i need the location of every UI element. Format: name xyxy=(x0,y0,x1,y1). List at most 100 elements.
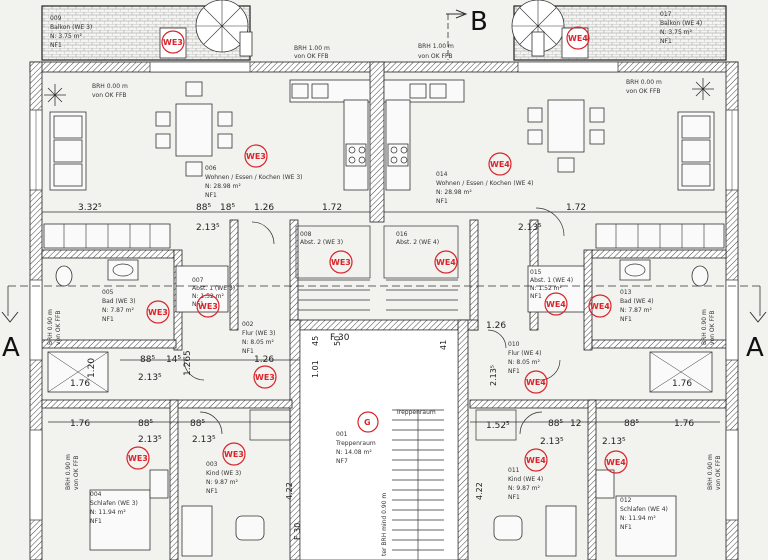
stamp-we3: WE3 xyxy=(126,446,150,470)
svg-text:von OK FFB: von OK FFB xyxy=(73,455,80,490)
svg-text:F 30: F 30 xyxy=(330,333,350,343)
svg-text:BRH 1.00 m: BRH 1.00 m xyxy=(418,43,454,50)
svg-text:88⁵: 88⁵ xyxy=(138,419,153,429)
room-001: 001 Treppenraum N: 14.08 m² NF7 xyxy=(335,431,376,465)
brh-annotations: BRH 1.00 m von OK FFB BRH 1.00 m von OK … xyxy=(47,43,722,556)
svg-text:Kind (WE 4): Kind (WE 4) xyxy=(508,476,543,483)
room-007: 007 Abst. 1 (WE 3) N: 1.52 m² NF1 xyxy=(192,277,235,308)
stamp-we3: WE3 xyxy=(196,294,220,318)
svg-text:WE4: WE4 xyxy=(490,160,510,169)
svg-text:von OK FFB: von OK FFB xyxy=(626,88,661,95)
svg-text:NF1: NF1 xyxy=(90,518,102,525)
room-009: 009 Balkon (WE 3) N: 3.75 m² NF1 xyxy=(50,15,92,49)
svg-text:Abst. 2 (WE 4): Abst. 2 (WE 4) xyxy=(396,239,439,246)
room-015: 015 Abst. 1 (WE 4) N: 1.52 m² NF1 xyxy=(530,269,573,300)
svg-text:N: 1.52 m²: N: 1.52 m² xyxy=(530,285,563,292)
svg-text:Treppenraum: Treppenraum xyxy=(395,409,436,416)
stamp-we3: WE3 xyxy=(222,442,246,466)
unit-stamps: WE3 WE4 WE3 WE4 WE3 WE4 WE3 WE3 WE4 WE4 … xyxy=(126,26,628,474)
svg-text:002: 002 xyxy=(242,321,254,328)
svg-text:006: 006 xyxy=(205,165,217,172)
svg-text:005: 005 xyxy=(102,289,114,296)
svg-text:N: 9.87 m²: N: 9.87 m² xyxy=(206,479,239,486)
svg-text:von OK FFB: von OK FFB xyxy=(418,53,453,60)
svg-text:N: 11.94 m²: N: 11.94 m² xyxy=(90,509,126,516)
svg-text:14⁵: 14⁵ xyxy=(166,355,181,365)
svg-text:N: 9.87 m²: N: 9.87 m² xyxy=(508,485,541,492)
room-014: 014 Wohnen / Essen / Kochen (WE 4) N: 28… xyxy=(436,171,534,205)
room-012: 012 Schlafen (WE 4) N: 11.94 m² NF1 xyxy=(620,497,668,531)
svg-text:N: 11.94 m²: N: 11.94 m² xyxy=(620,515,656,522)
svg-text:88⁵: 88⁵ xyxy=(190,419,205,429)
stamp-we4: WE4 xyxy=(488,152,512,176)
svg-text:NF1: NF1 xyxy=(530,293,542,300)
svg-text:Schlafen (WE 3): Schlafen (WE 3) xyxy=(90,500,138,507)
bedroom-furniture xyxy=(89,409,677,557)
svg-text:BRH 1.00 m: BRH 1.00 m xyxy=(294,45,330,52)
storage-cabinets xyxy=(43,223,725,249)
windows xyxy=(29,61,739,521)
svg-text:3.32⁵: 3.32⁵ xyxy=(78,203,102,213)
svg-text:NF1: NF1 xyxy=(620,316,632,323)
room-006: 006 Wohnen / Essen / Kochen (WE 3) N: 28… xyxy=(205,165,303,199)
svg-text:1.72: 1.72 xyxy=(566,203,586,213)
svg-text:WE3: WE3 xyxy=(246,152,266,161)
svg-text:N: 8.05 m²: N: 8.05 m² xyxy=(242,339,275,346)
svg-text:009: 009 xyxy=(50,15,62,22)
svg-text:NF1: NF1 xyxy=(206,488,218,495)
svg-text:007: 007 xyxy=(192,277,204,284)
svg-text:12: 12 xyxy=(570,419,581,429)
svg-text:N: 8.05 m²: N: 8.05 m² xyxy=(508,359,541,366)
svg-text:N: 14.08 m²: N: 14.08 m² xyxy=(336,449,372,456)
svg-text:016: 016 xyxy=(396,231,408,238)
stamp-we3: WE3 xyxy=(244,144,268,168)
svg-text:Balkon (WE 4): Balkon (WE 4) xyxy=(660,20,702,27)
svg-text:1.76: 1.76 xyxy=(674,419,694,429)
svg-text:WE4: WE4 xyxy=(526,456,546,465)
svg-text:NF1: NF1 xyxy=(660,38,672,45)
svg-text:WE4: WE4 xyxy=(526,378,546,387)
room-010: 010 Flur (WE 4) N: 8.05 m² NF1 xyxy=(508,341,541,375)
svg-text:1.72: 1.72 xyxy=(322,203,342,213)
svg-text:von OK FFB: von OK FFB xyxy=(92,92,127,99)
svg-text:NF1: NF1 xyxy=(508,494,520,501)
svg-text:NF1: NF1 xyxy=(242,348,254,355)
stamp-we4: WE4 xyxy=(524,370,548,394)
svg-text:003: 003 xyxy=(206,461,218,468)
svg-text:010: 010 xyxy=(508,341,520,348)
svg-text:BRH 0.00 m: BRH 0.00 m xyxy=(92,83,128,90)
room-004: 004 Schlafen (WE 3) N: 11.94 m² NF1 xyxy=(90,491,138,525)
svg-text:88⁵: 88⁵ xyxy=(196,203,211,213)
svg-text:N: 7.87 m²: N: 7.87 m² xyxy=(620,307,653,314)
room-003: 003 Kind (WE 3) N: 9.87 m² NF1 xyxy=(206,461,241,495)
stamp-we3: WE3 xyxy=(329,250,353,274)
svg-text:WE3: WE3 xyxy=(128,454,148,463)
room-011: 011 Kind (WE 4) N: 9.87 m² NF1 xyxy=(508,467,543,501)
svg-text:004: 004 xyxy=(90,491,102,498)
svg-text:Abst. 1 (WE 4): Abst. 1 (WE 4) xyxy=(530,277,573,284)
svg-text:1.76: 1.76 xyxy=(70,379,90,389)
svg-text:1.76: 1.76 xyxy=(70,419,90,429)
svg-text:NF7: NF7 xyxy=(336,458,348,465)
svg-text:18⁵: 18⁵ xyxy=(220,203,235,213)
svg-text:N: 28.98 m²: N: 28.98 m² xyxy=(205,183,241,190)
room-002: 002 Flur (WE 3) N: 8.05 m² NF1 xyxy=(242,321,275,355)
svg-text:1.26: 1.26 xyxy=(254,203,274,213)
bath-we4 xyxy=(527,259,713,393)
svg-text:BRH 0.90 m: BRH 0.90 m xyxy=(65,454,72,490)
balcony-we4 xyxy=(511,0,727,61)
room-labels: 009 Balkon (WE 3) N: 3.75 m² NF1 017 Bal… xyxy=(50,11,702,531)
stamp-we4: WE4 xyxy=(524,448,548,472)
svg-text:Bad (WE 3): Bad (WE 3) xyxy=(102,298,136,305)
svg-text:015: 015 xyxy=(530,269,542,276)
svg-text:WE3: WE3 xyxy=(163,38,183,47)
door-swings xyxy=(183,207,565,435)
svg-text:N: 3.75 m²: N: 3.75 m² xyxy=(50,33,83,40)
svg-text:2.13⁵: 2.13⁵ xyxy=(518,223,542,233)
svg-text:Schlafen (WE 4): Schlafen (WE 4) xyxy=(620,506,668,513)
svg-text:BRH 0.00 m: BRH 0.00 m xyxy=(626,79,662,86)
svg-text:N: 1.52 m²: N: 1.52 m² xyxy=(192,293,225,300)
svg-text:WE3: WE3 xyxy=(224,450,244,459)
svg-text:Wohnen / Essen / Kochen (WE 4): Wohnen / Essen / Kochen (WE 4) xyxy=(436,180,534,187)
svg-text:2.13⁵: 2.13⁵ xyxy=(489,365,498,386)
